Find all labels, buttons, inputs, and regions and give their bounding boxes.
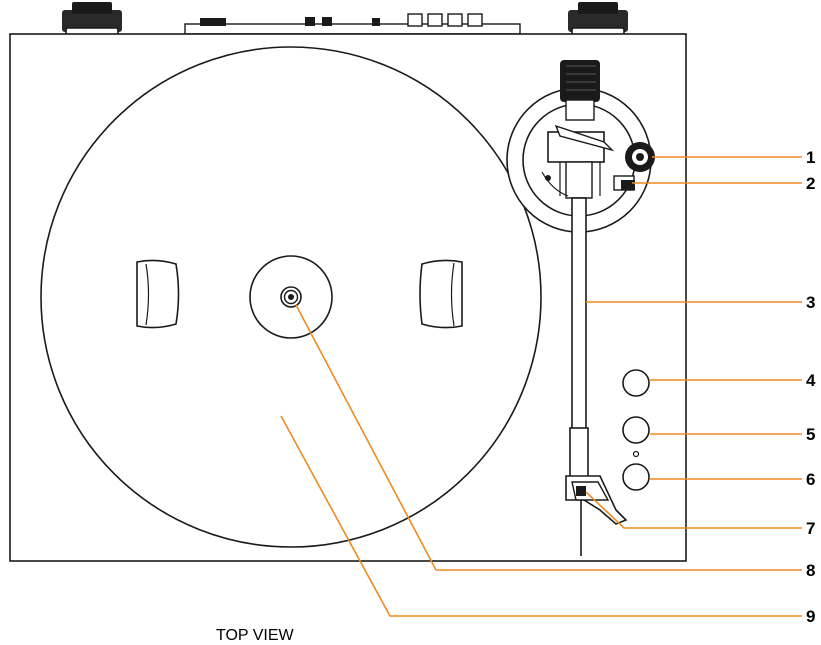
- spindle: [280, 286, 302, 308]
- leader-line-7: [585, 491, 802, 529]
- control-button-4[interactable]: [622, 369, 650, 397]
- callout-2: 2: [806, 174, 815, 193]
- callout-numbers: 1 2 3 4 5 6 7 8 9: [806, 148, 816, 626]
- leader-lines: [280, 156, 802, 617]
- callout-6: 6: [806, 470, 815, 489]
- indicator-led: [632, 450, 640, 458]
- callout-9: 9: [806, 607, 815, 626]
- callout-8: 8: [806, 561, 815, 580]
- control-button-6[interactable]: [622, 463, 650, 491]
- tonearm-lift: [613, 175, 635, 191]
- anti-skate-dial: [625, 142, 655, 172]
- callout-4: 4: [806, 371, 816, 390]
- leader-line-8: [295, 304, 802, 571]
- leader-line-9: [280, 415, 802, 617]
- control-button-5[interactable]: [622, 416, 650, 444]
- headshell: [565, 475, 628, 556]
- callout-1: 1: [806, 148, 815, 167]
- tonearm: [569, 197, 589, 479]
- callout-3: 3: [806, 293, 815, 312]
- tonearm-base: [506, 60, 652, 233]
- rear-panel-controls: [184, 13, 521, 35]
- view-caption: TOP VIEW: [216, 627, 295, 644]
- callout-7: 7: [806, 519, 815, 538]
- callout-5: 5: [806, 425, 815, 444]
- platter-grip-left: [136, 259, 180, 329]
- platter-grip-right: [419, 259, 463, 329]
